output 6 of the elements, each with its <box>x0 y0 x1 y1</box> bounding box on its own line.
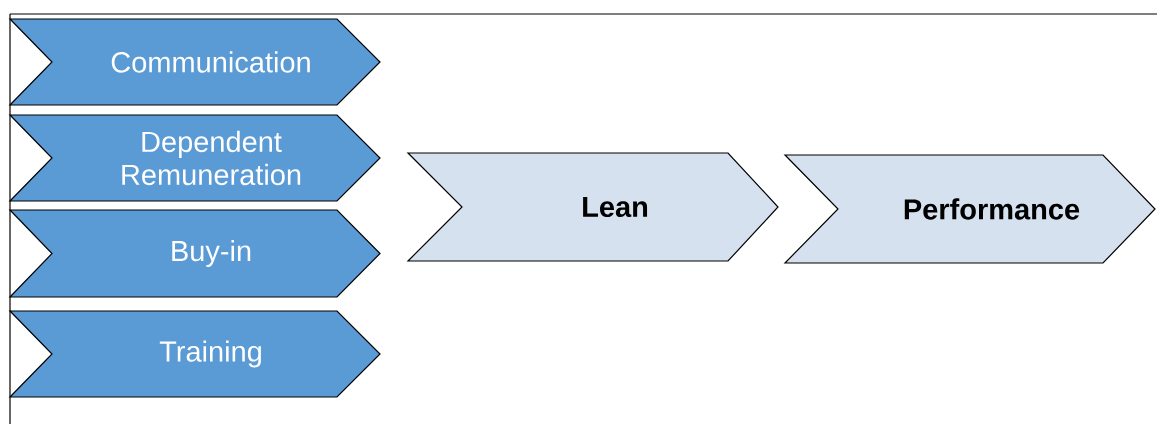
process-step-box: Dependent Remuneration <box>8 114 381 202</box>
process-step-box: Communication <box>8 18 381 106</box>
process-step-box: Performance <box>783 154 1156 264</box>
process-step-box: Buy-in <box>8 209 381 298</box>
process-step-box: Training <box>8 310 381 398</box>
process-step-box: Lean <box>406 152 779 262</box>
